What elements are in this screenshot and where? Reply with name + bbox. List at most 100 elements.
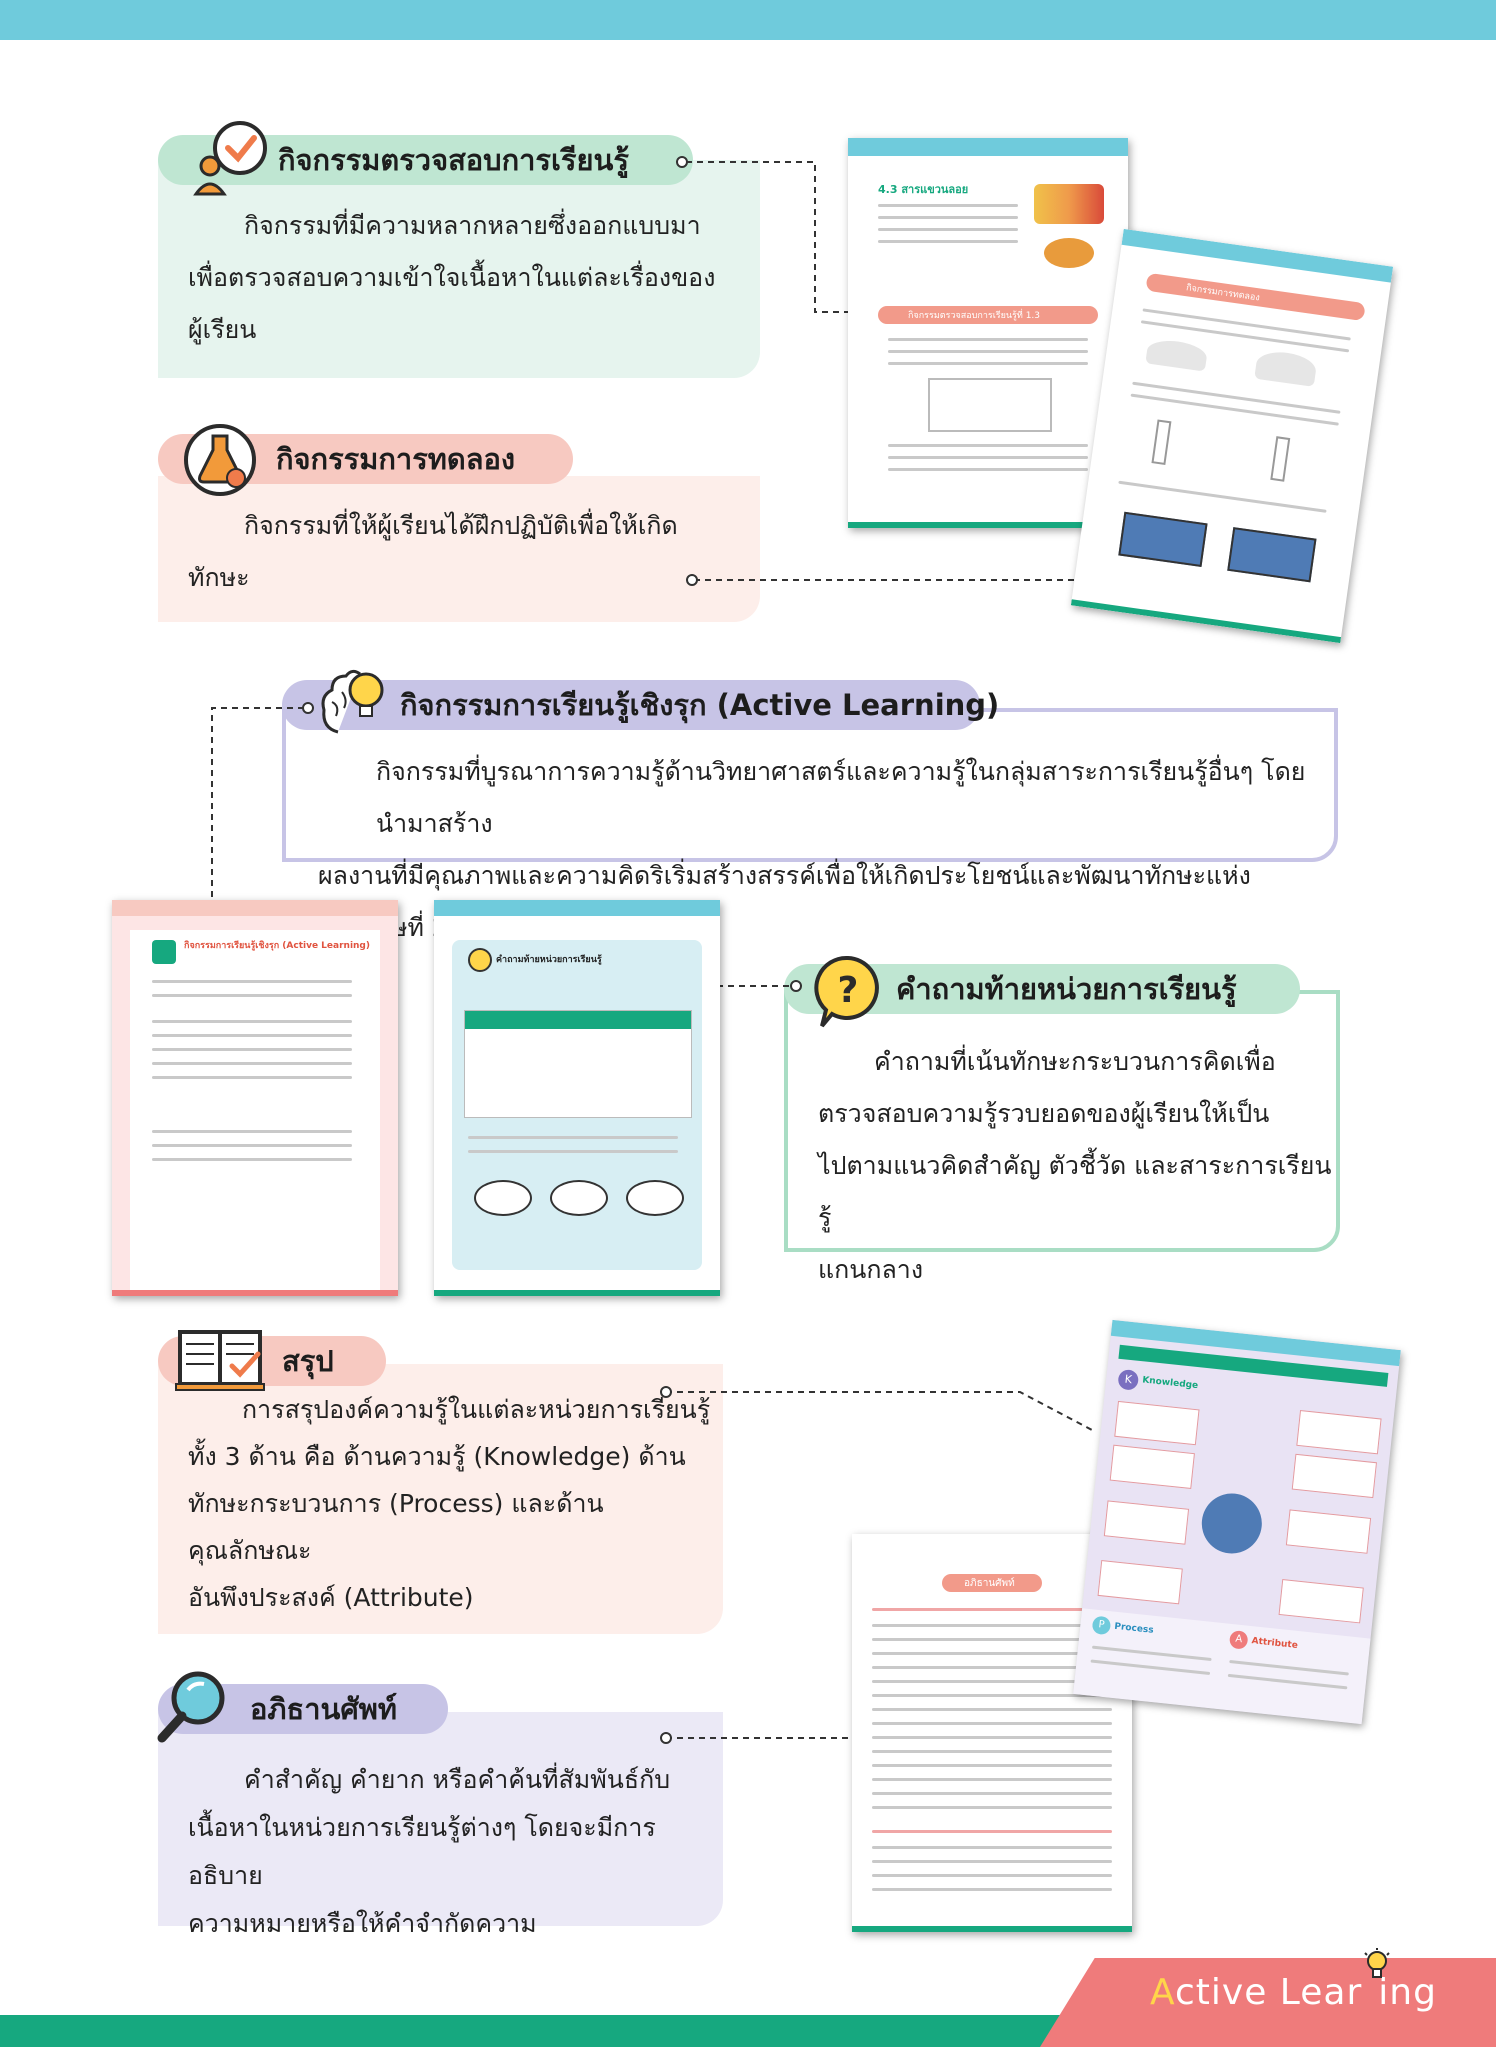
thumb-box-label: กิจกรรมการเรียนรู้เชิงรุก (Active Learni… bbox=[184, 941, 370, 951]
thumb-line bbox=[152, 1034, 352, 1037]
battery-setup bbox=[1227, 527, 1317, 583]
thumb-line bbox=[878, 240, 1018, 243]
glossary-section-box bbox=[158, 1712, 723, 1926]
thumb-line bbox=[872, 1888, 1112, 1891]
check-icon bbox=[188, 118, 268, 198]
thumb-box-title bbox=[942, 1574, 1042, 1592]
questions-description: คำถามที่เน้นทักษะกระบวนการคิดเพื่อ ตรวจส… bbox=[818, 1047, 1332, 1284]
thumb-line bbox=[872, 1778, 1112, 1781]
thumb-line bbox=[888, 338, 1088, 341]
thumb-line bbox=[152, 1130, 352, 1133]
active-section-box bbox=[282, 708, 1338, 862]
thumb-line bbox=[872, 1846, 1112, 1849]
thumb-card bbox=[1278, 1579, 1364, 1624]
top-bar bbox=[0, 0, 1496, 40]
thumb-line bbox=[1118, 480, 1327, 513]
active-description: กิจกรรมที่บูรณาการความรู้ด้านวิทยาศาสตร์… bbox=[318, 757, 1306, 942]
thumb-footer bbox=[112, 1290, 398, 1296]
thumb-line bbox=[152, 1020, 352, 1023]
thumb-table bbox=[464, 1010, 692, 1118]
check-section-box bbox=[158, 160, 760, 378]
thumb-line bbox=[872, 1708, 1112, 1711]
thumb-line bbox=[872, 1680, 1112, 1683]
thumb-line bbox=[872, 1624, 1112, 1627]
thumb-line bbox=[872, 1608, 1112, 1611]
battery-setup bbox=[1118, 511, 1208, 568]
thumb-box-label: คำถามท้ายหน่วยการเรียนรู้ bbox=[496, 955, 602, 965]
thumb-line bbox=[872, 1764, 1112, 1767]
thumb-footer bbox=[848, 522, 1128, 528]
thumb-line bbox=[888, 362, 1088, 365]
powder-image bbox=[1145, 337, 1209, 372]
thumb-card bbox=[1296, 1409, 1382, 1455]
thumb-icon bbox=[468, 948, 492, 972]
thumb-line bbox=[872, 1638, 1112, 1641]
thumb-line bbox=[872, 1792, 1112, 1795]
thumb-oval bbox=[474, 1180, 532, 1216]
thumb-line bbox=[872, 1722, 1112, 1725]
thumb-line bbox=[872, 1652, 1112, 1655]
thumb-line bbox=[152, 1048, 352, 1051]
thumb-line bbox=[888, 444, 1088, 447]
thumb-line bbox=[152, 1158, 352, 1161]
check-description: กิจกรรมที่มีความหลากหลายซึ่งออกแบบมา เพื… bbox=[188, 211, 716, 344]
thumb-line bbox=[878, 216, 1018, 219]
thumb-card bbox=[1291, 1453, 1378, 1499]
thumb-line bbox=[878, 204, 1018, 207]
book-icon bbox=[172, 1326, 268, 1394]
thumb-footer bbox=[1070, 599, 1342, 644]
questions-section-box bbox=[784, 990, 1340, 1252]
flask-icon bbox=[180, 420, 260, 500]
svg-text:?: ? bbox=[838, 970, 859, 1011]
juice-image bbox=[1034, 184, 1104, 224]
thumb-header bbox=[112, 900, 398, 916]
thumb-panel bbox=[130, 930, 380, 1290]
thumb-center-circle bbox=[1198, 1490, 1265, 1557]
thumb-card bbox=[1285, 1509, 1372, 1554]
thumb-line bbox=[872, 1736, 1112, 1739]
experiment-section-box bbox=[158, 476, 760, 622]
summary-page-thumbnail: K Knowledge P Process A Attribute bbox=[1073, 1319, 1401, 1725]
test-tube bbox=[1151, 419, 1172, 466]
thumb-icon bbox=[152, 940, 176, 964]
glossary-description: คำสำคัญ คำยาก หรือคำค้นที่สัมพันธ์กับ เน… bbox=[188, 1765, 671, 1938]
apparatus-diagram bbox=[928, 378, 1052, 432]
thumb-line bbox=[152, 980, 352, 983]
thumb-line bbox=[878, 228, 1018, 231]
thumb-box-title bbox=[878, 306, 1098, 324]
check-page-thumbnail: 4.3 สารแขวนลอย กิจกรรมตรวจสอบการเรียนรู้… bbox=[848, 138, 1128, 528]
brand-corner bbox=[1040, 1958, 1496, 2047]
summary-section-box bbox=[158, 1364, 723, 1634]
thumb-oval bbox=[550, 1180, 608, 1216]
thumb-line bbox=[468, 1150, 678, 1153]
thumb-line bbox=[888, 468, 1088, 471]
thumb-card bbox=[1109, 1444, 1195, 1490]
thumb-box-label: อภิธานศัพท์ bbox=[964, 1578, 1015, 1589]
thumb-table-header bbox=[465, 1011, 691, 1029]
thumb-heading: 4.3 สารแขวนลอย bbox=[878, 183, 969, 196]
thumb-card bbox=[1097, 1560, 1183, 1605]
plate-image bbox=[1044, 238, 1094, 268]
thumb-line bbox=[888, 350, 1088, 353]
summary-description: การสรุปองค์ความรู้ในแต่ละหน่วยการเรียนรู… bbox=[188, 1395, 711, 1612]
experiment-page-thumbnail: กิจกรรมการทดลอง bbox=[1070, 228, 1394, 644]
brain-bulb-icon bbox=[318, 662, 386, 742]
thumb-header bbox=[434, 900, 720, 916]
thumb-line bbox=[872, 1860, 1112, 1863]
test-tube bbox=[1270, 436, 1291, 482]
knowledge-label: Knowledge bbox=[1141, 1375, 1199, 1392]
question-page-thumbnail: คำถามท้ายหน่วยการเรียนรู้ bbox=[434, 900, 720, 1296]
question-icon: ? bbox=[810, 952, 886, 1032]
thumb-footer bbox=[434, 1290, 720, 1296]
thumb-line bbox=[872, 1874, 1112, 1877]
thumb-box-label: กิจกรรมตรวจสอบการเรียนรู้ที่ 1.3 bbox=[908, 311, 1041, 321]
thumb-card bbox=[1114, 1400, 1200, 1446]
thumb-line bbox=[872, 1694, 1112, 1697]
thumb-oval bbox=[626, 1180, 684, 1216]
thumb-line bbox=[872, 1750, 1112, 1753]
thumb-line bbox=[152, 1144, 352, 1147]
lightbulb-icon bbox=[1362, 1948, 1392, 1982]
magnifier-icon bbox=[150, 1664, 234, 1748]
knowledge-badge: K bbox=[1117, 1368, 1140, 1391]
